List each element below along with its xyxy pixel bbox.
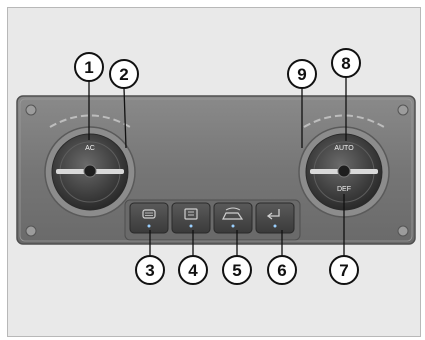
svg-text:7: 7	[339, 261, 348, 280]
svg-text:6: 6	[277, 261, 286, 280]
def-label: DEF	[337, 186, 351, 193]
panel-screws	[25, 104, 409, 237]
callout-5: 5	[222, 255, 252, 285]
svg-text:8: 8	[341, 54, 350, 73]
screw-icon	[25, 225, 37, 237]
rear-defrost-icon	[142, 209, 156, 219]
callout-4: 4	[178, 255, 208, 285]
button-seat[interactable]	[171, 202, 211, 234]
callout-2: 2	[109, 59, 139, 89]
callouts: 1 2 3 4 5 6 7	[74, 48, 361, 285]
button-fresh-air[interactable]	[255, 202, 295, 234]
indicator-led	[189, 224, 193, 228]
callout-6: 6	[267, 255, 297, 285]
callout-3: 3	[135, 255, 165, 285]
button-rear-defrost[interactable]	[129, 202, 169, 234]
svg-text:1: 1	[84, 58, 93, 77]
callout-9: 9	[287, 59, 317, 89]
callout-1: 1	[74, 52, 104, 82]
screw-icon	[397, 225, 409, 237]
screw-icon	[25, 104, 37, 116]
right-knob[interactable]: AUTO DEF	[298, 126, 390, 218]
callout-7: 7	[329, 255, 359, 285]
left-knob[interactable]: AC	[44, 126, 136, 218]
callout-leaders	[88, 77, 347, 256]
fresh-air-icon	[266, 209, 280, 220]
svg-text:9: 9	[297, 65, 306, 84]
callout-8: 8	[331, 48, 361, 78]
indicator-led	[147, 224, 151, 228]
indicator-led	[231, 224, 235, 228]
car-recirculation-icon	[222, 207, 244, 220]
seat-icon	[184, 208, 198, 220]
svg-text:4: 4	[188, 261, 198, 280]
screw-icon	[397, 104, 409, 116]
svg-text:3: 3	[145, 261, 154, 280]
indicator-led	[273, 224, 277, 228]
leader-line-2	[123, 87, 127, 149]
ac-label: AC	[85, 145, 95, 152]
button-recirculation[interactable]	[213, 202, 253, 234]
auto-label: AUTO	[334, 145, 354, 152]
svg-text:2: 2	[119, 65, 128, 84]
svg-text:5: 5	[232, 261, 241, 280]
